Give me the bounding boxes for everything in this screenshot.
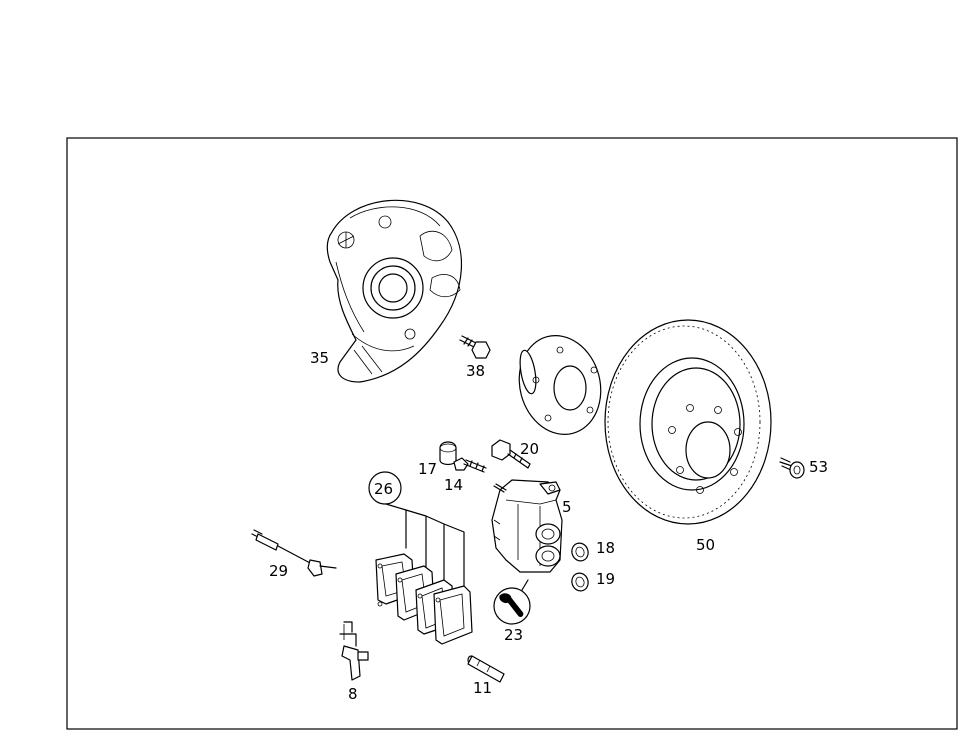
callout-38: 38 bbox=[466, 362, 485, 380]
callout-50: 50 bbox=[696, 536, 715, 554]
callout-35: 35 bbox=[310, 349, 329, 367]
part-50-brake-disc bbox=[604, 319, 772, 525]
part-18-washer bbox=[571, 542, 589, 562]
part-38-bolt bbox=[459, 335, 491, 359]
callout-53: 53 bbox=[809, 458, 828, 476]
wheel-hub bbox=[518, 335, 602, 435]
part-17-cap bbox=[439, 441, 457, 466]
part-20-bolt bbox=[491, 439, 531, 469]
callout-8: 8 bbox=[348, 685, 358, 703]
callout-17: 17 bbox=[418, 460, 437, 478]
part-26-brake-pads bbox=[368, 471, 473, 645]
callout-18: 18 bbox=[596, 539, 615, 557]
callout-11: 11 bbox=[473, 679, 492, 697]
part-5-caliper bbox=[491, 479, 563, 573]
part-14-bleed-screw bbox=[453, 457, 487, 473]
callout-19: 19 bbox=[596, 570, 615, 588]
part-35-dust-shield bbox=[326, 199, 463, 383]
callout-29: 29 bbox=[269, 562, 288, 580]
callout-14: 14 bbox=[444, 476, 463, 494]
part-19-washer bbox=[571, 572, 589, 592]
part-53-screw bbox=[779, 457, 805, 479]
diagram-frame bbox=[66, 137, 958, 730]
part-11-guide-pin bbox=[467, 655, 505, 683]
part-23-torque-symbol bbox=[493, 579, 531, 625]
callout-23: 23 bbox=[504, 626, 523, 644]
callout-26: 26 bbox=[374, 480, 393, 498]
part-8-spring-clip bbox=[339, 621, 369, 681]
wrench-icon bbox=[499, 593, 524, 617]
callout-5: 5 bbox=[562, 498, 572, 516]
callout-20: 20 bbox=[520, 440, 539, 458]
part-29-wear-sensor bbox=[251, 529, 337, 577]
